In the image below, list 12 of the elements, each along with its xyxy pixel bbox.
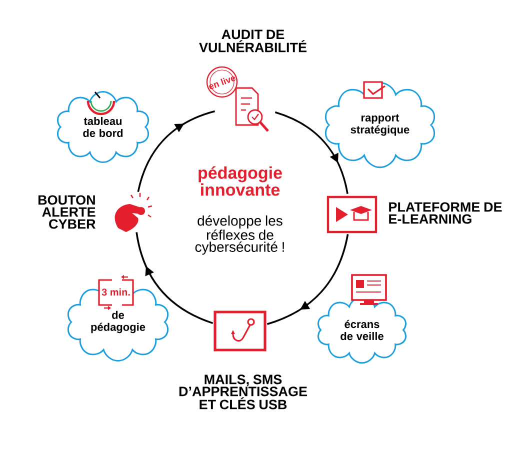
arrow (137, 110, 216, 192)
arrow (136, 232, 214, 324)
heading: MAILS, SMS D’APPRENTISSAGE ET CLÉS USB (179, 374, 307, 410)
arrow (274, 111, 348, 194)
arrow (266, 234, 349, 325)
heading: BOUTON ALERTE CYBER (38, 195, 96, 229)
cloud: tableau de bord (56, 90, 150, 164)
heading: PLATEFORME DE E-LEARNING (389, 202, 502, 224)
heading: AUDIT DE VULNÉRABILITÉ (199, 30, 306, 52)
title: pédagogie innovante (198, 166, 282, 196)
tagline: développe les réflexes de cybersécurité ! (195, 215, 284, 255)
cloud: rapport stratégique (324, 82, 436, 168)
